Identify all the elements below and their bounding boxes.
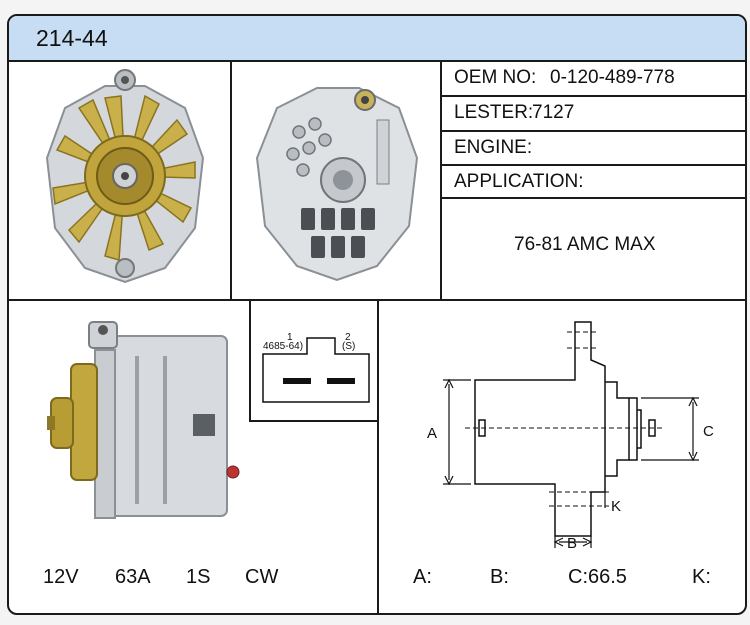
dim-b-label: B	[567, 535, 577, 552]
part-number-title: 214-44	[36, 25, 108, 51]
dim-c-value: C:66.5	[568, 566, 627, 588]
alternator-front-icon	[45, 69, 205, 284]
divider-bottom-v1	[249, 299, 251, 422]
application-value: 76-81 AMC MAX	[514, 234, 656, 255]
application-label: APPLICATION:	[454, 171, 584, 192]
spec-voltage: 12V	[43, 566, 79, 588]
pin1-number: 1	[287, 332, 293, 343]
divider-connector-bottom	[249, 420, 379, 422]
lester-label: LESTER:	[454, 102, 534, 123]
oem-value: 0-120-489-778	[550, 67, 675, 88]
pin2-label: (S)	[342, 341, 356, 352]
title-bar: 214-44	[9, 16, 745, 62]
spec-groove: 1S	[186, 566, 211, 588]
alternator-rear-icon	[255, 87, 419, 282]
dim-k-value: K:	[692, 566, 711, 588]
alternator-side-icon	[47, 321, 240, 519]
divider-info-4	[440, 197, 745, 199]
divider-top-v2	[440, 60, 442, 299]
oem-label: OEM NO:	[454, 67, 537, 88]
dimension-outline-icon: A B C K	[427, 321, 714, 552]
dim-c-label: C	[703, 423, 714, 440]
spec-sheet: 214-44 OEM NO: 0-120-489-778 LESTER: 712…	[7, 14, 747, 615]
dim-b-value: B:	[490, 566, 509, 588]
engine-label: ENGINE:	[454, 137, 533, 158]
divider-info-1	[440, 95, 745, 97]
divider-top-v1	[230, 60, 232, 299]
divider-info-2	[440, 130, 745, 132]
dim-a-value: A:	[413, 566, 432, 588]
dim-a-label: A	[427, 425, 437, 442]
dim-k-label: K	[611, 498, 621, 515]
connector-plug-icon	[262, 337, 370, 403]
divider-info-3	[440, 164, 745, 166]
divider-bottom-v2	[377, 299, 379, 613]
lester-value: 7127	[532, 102, 575, 123]
spec-rotation: CW	[245, 566, 279, 588]
pin1-label: 4685-64)	[263, 341, 304, 352]
spec-amperage: 63A	[115, 566, 151, 588]
pin2-number: 2	[345, 332, 351, 343]
